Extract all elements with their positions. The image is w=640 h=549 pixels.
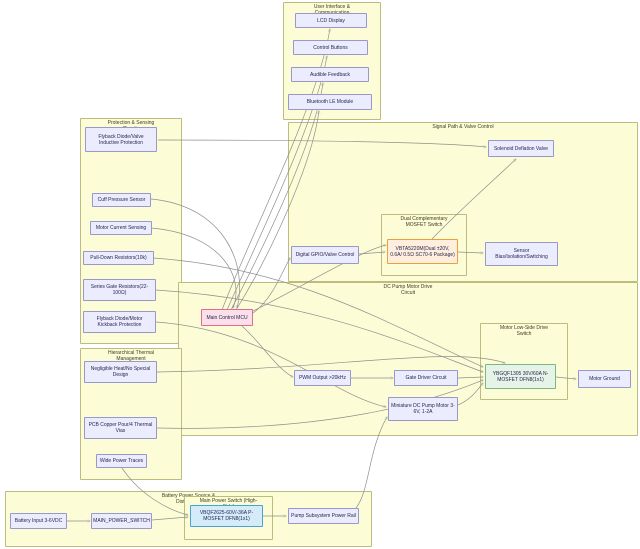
node-series-gate-resistors: Series Gate Resistors(22-100Ω) xyxy=(83,279,156,301)
node-gate-driver: Gate Driver Circuit xyxy=(394,370,458,386)
node-sensor-bias: Sensor Bias/Isolation/Switching xyxy=(485,242,558,266)
node-bluetooth-module: Bluetooth LE Module xyxy=(288,94,372,110)
node-valve-mosfet: VBTA5220M(Dual ±20V, 0.6A/ 0.5Ω SC70-6 P… xyxy=(387,239,458,264)
edge-cuff-mcu xyxy=(150,198,240,308)
edge-mcu-valvemosfet xyxy=(252,245,386,312)
edge-gatedriver-motormosfet xyxy=(457,377,483,378)
edge-mcu-gpio xyxy=(252,258,290,314)
edge-flybackmotor-pumpmotor xyxy=(155,321,386,407)
node-battery-input: Battery Input 3-6VDC xyxy=(10,513,67,529)
node-lcd-display: LCD Display xyxy=(295,13,367,28)
edge-switch-powermosfet xyxy=(151,517,188,521)
node-negligible-heat: Negligible Heat/No Special Design xyxy=(84,361,157,383)
edge-seriesgate-motormosfet xyxy=(155,289,483,372)
edge-pumpmotor-motormosfet xyxy=(457,383,483,406)
edge-pulldown-motormosfet xyxy=(152,257,483,367)
edge-motormosfet-ground xyxy=(555,376,576,379)
node-flyback-motor-protection: Flyback Diode/Motor Kickback Protection xyxy=(83,311,156,333)
node-control-buttons: Control Buttons xyxy=(293,40,368,55)
edge-flyback-solenoid xyxy=(157,139,486,147)
edge-rail-pumpmotor xyxy=(355,417,387,509)
node-motor-mosfet: YBGQF1305 30V/60A N-MOSFET DFN8(1x1) xyxy=(485,364,556,389)
node-digital-gpio: Digital GPIO/Valve Control xyxy=(291,246,359,264)
edge-widetraces-powermosfet xyxy=(121,467,188,515)
node-flyback-valve-protection: Flyback Diode/Valve Inductive Protection xyxy=(85,127,157,152)
group-signal-path-title: Signal Path & Valve Control xyxy=(432,124,494,130)
edge-mcu-audible xyxy=(230,83,323,311)
node-main-power-switch: MAIN_POWER_SWITCH xyxy=(91,513,152,529)
node-pwm-output: PWM Output >20kHz xyxy=(294,370,351,386)
node-motor-current-sensing: Motor Current Sensing xyxy=(90,221,152,235)
edge-motorcurrent-mcu xyxy=(150,227,237,308)
node-cuff-pressure-sensor: Cuff Pressure Sensor xyxy=(92,193,151,207)
edge-mcu-bluetooth xyxy=(235,111,319,311)
edge-mcu-control-buttons xyxy=(226,56,327,311)
group-low-side-switch-title: Motor Low-Side Drive Switch xyxy=(499,325,549,337)
node-audible-feedback: Audible Feedback xyxy=(291,67,369,82)
edge-valvemosfet-sensorbias xyxy=(457,252,483,253)
node-power-mosfet: VBQF2625-60V/-36A P-MOSFET DFN8(1x1) xyxy=(190,505,263,527)
node-wide-power-traces: Wide Power Traces xyxy=(96,454,147,468)
edge-pcbcopper-motormosfet xyxy=(156,380,483,429)
group-dual-mosfet-switch-title: Dual Complementary MOSFET Switch xyxy=(400,216,448,228)
node-pulldown-resistors: Pull-Down Resistors(10k) xyxy=(83,251,154,265)
node-main-mcu: Main Control MCU xyxy=(201,309,253,326)
group-thermal-title: Hierarchical Thermal Management xyxy=(107,350,155,362)
node-solenoid-valve: Solenoid Deflation Valve xyxy=(488,140,554,157)
group-dc-pump-drive-title: DC Pump Motor Drive Circuit xyxy=(383,284,433,296)
edge-mcu-pwm xyxy=(241,325,293,377)
edge-negligibleheat-motormosfet xyxy=(156,356,505,373)
node-motor-ground: Motor Ground xyxy=(578,370,631,388)
node-pump-motor: Miniature DC Pump Motor 3-6V, 1-2A xyxy=(388,397,458,421)
edge-valvemosfet-solenoid xyxy=(431,159,516,240)
node-pump-power-rail: Pump Subsystem Power Rail xyxy=(288,508,359,524)
node-pcb-copper-pour: PCB Copper Pour/4 Thermal Vias xyxy=(84,417,157,439)
